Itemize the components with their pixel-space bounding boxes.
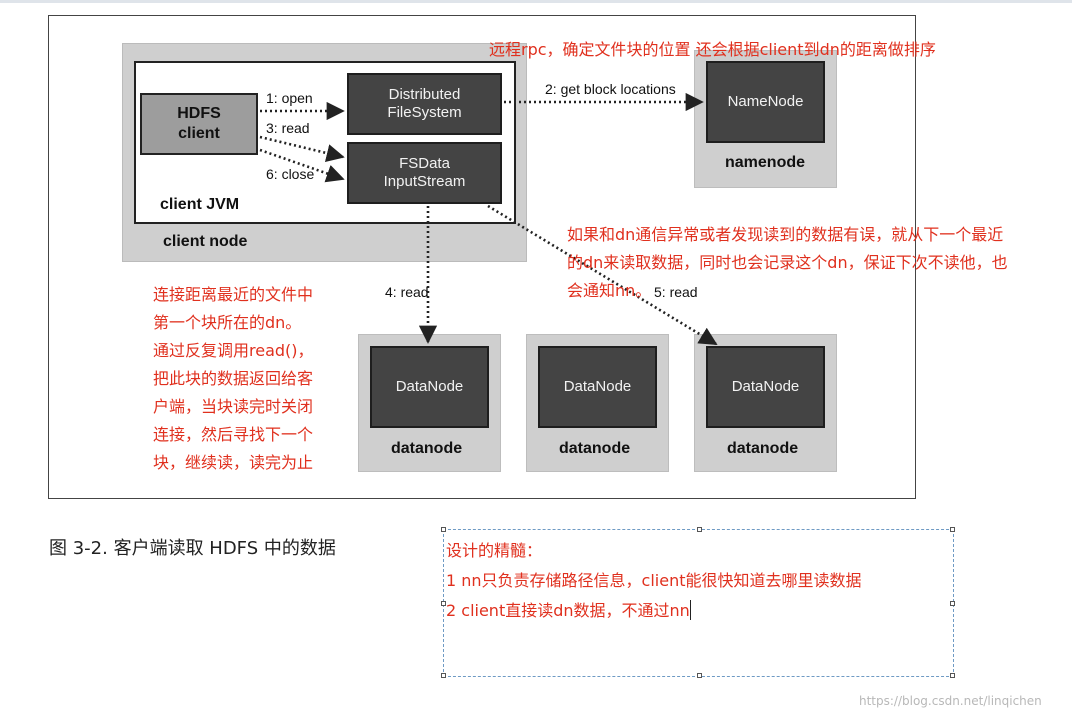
resize-handle-tc[interactable] (697, 527, 702, 532)
design-line-text: 2 client直接读dn数据，不通过nn (446, 601, 690, 620)
namenode-box: NameNode (706, 61, 825, 143)
top-border (0, 0, 1072, 3)
arrow-label-read: 3: read (266, 120, 310, 136)
resize-handle-tr[interactable] (950, 527, 955, 532)
error-note-line: 如果和dn通信异常或者发现读到的数据有误，就从下一个最近 (567, 225, 1004, 244)
text-cursor (689, 600, 691, 620)
fsdata-inputstream-box: FSData InputStream (347, 142, 502, 204)
client-jvm-label: client JVM (160, 196, 240, 213)
resize-handle-mr[interactable] (950, 601, 955, 606)
resize-handle-ml[interactable] (441, 601, 446, 606)
read-note-line: 第一个块所在的dn。 (153, 313, 302, 332)
resize-handle-br[interactable] (950, 673, 955, 678)
read-note-line: 户端，当块读完时关闭 (153, 397, 314, 416)
hdfs-client-box: HDFS client (140, 93, 258, 155)
datanode-label-3: datanode (727, 440, 799, 457)
datanode-label-1: datanode (391, 440, 463, 457)
rpc-note: 远程rpc，确定文件块的位置 还会根据client到dn的距离做排序 (489, 40, 936, 59)
read-note-line: 把此块的数据返回给客 (153, 369, 314, 388)
distributed-filesystem-box: Distributed FileSystem (347, 73, 502, 135)
arrow-label-read-5: 5: read (654, 284, 698, 300)
error-note: 如果和dn通信异常或者发现读到的数据有误，就从下一个最近 的dn来读取数据，同时… (567, 221, 1008, 305)
arrow-label-close: 6: close (266, 166, 315, 182)
arrow-label-open: 1: open (266, 90, 313, 106)
namenode-label: namenode (725, 154, 806, 171)
arrow-label-read-4: 4: read (385, 284, 429, 300)
figure-caption: 图 3-2. 客户端读取 HDFS 中的数据 (49, 538, 336, 559)
design-text[interactable]: 设计的精髓： 1 nn只负责存储路径信息，client能很快知道去哪里读数据 2… (446, 536, 862, 626)
design-line: 设计的精髓： (446, 541, 543, 560)
error-note-line: 会通知nn。 (567, 281, 652, 300)
design-line: 2 client直接读dn数据，不通过nn (446, 596, 862, 626)
read-note-line: 通过反复调用read()， (153, 341, 314, 360)
datanode-box-1: DataNode (370, 346, 489, 428)
read-note-line: 连接距离最近的文件中 (153, 285, 314, 304)
client-node-label: client node (163, 233, 248, 250)
arrow-read-3 (259, 135, 345, 163)
read-note-line: 连接，然后寻找下一个 (153, 425, 314, 444)
datanode-box-2: DataNode (538, 346, 657, 428)
watermark: https://blog.csdn.net/linqichen (859, 694, 1042, 708)
resize-handle-bc[interactable] (697, 673, 702, 678)
read-note: 连接距离最近的文件中 第一个块所在的dn。 通过反复调用read()， 把此块的… (153, 281, 314, 477)
datanode-label-2: datanode (559, 440, 631, 457)
design-line: 1 nn只负责存储路径信息，client能很快知道去哪里读数据 (446, 571, 862, 590)
resize-handle-bl[interactable] (441, 673, 446, 678)
datanode-box-3: DataNode (706, 346, 825, 428)
resize-handle-tl[interactable] (441, 527, 446, 532)
arrow-label-get-block: 2: get block locations (545, 81, 676, 97)
read-note-line: 块，继续读，读完为止 (153, 453, 314, 472)
design-textbox[interactable]: 设计的精髓： 1 nn只负责存储路径信息，client能很快知道去哪里读数据 2… (441, 527, 955, 678)
error-note-line: 的dn来读取数据，同时也会记录这个dn，保证下次不读他，也 (567, 253, 1008, 272)
